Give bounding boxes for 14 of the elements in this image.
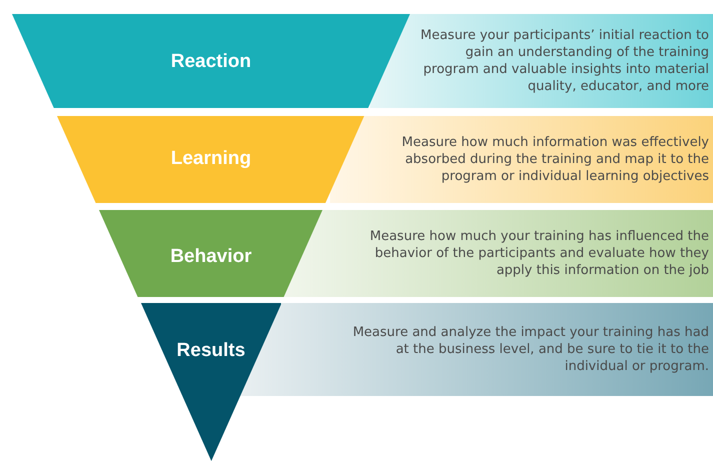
description-text: Measure how much your training has influenced the behavior of the participants and evaluate how they apply this information on the job xyxy=(368,228,709,279)
description-band xyxy=(370,14,713,108)
funnel-segment xyxy=(140,303,282,461)
description-text: Measure how much information was effectively absorbed during the training and map it to the program or individual learning objectives xyxy=(400,134,709,185)
segment-title: Reaction xyxy=(170,51,252,73)
description-text: Measure your participants’ initial reaction to gain an understanding of the training program and valuable insights into material quality, educator, and more xyxy=(419,27,709,95)
segment-title: Results xyxy=(176,340,246,362)
segment-title: Behavior xyxy=(170,246,252,268)
funnel-segment xyxy=(12,14,410,108)
funnel-segment xyxy=(57,116,365,203)
description-band xyxy=(330,116,713,203)
funnel-segment xyxy=(99,210,323,297)
description-text: Measure and analyze the impact your training has had at the business level, and be sure to tie it to the individual or program. xyxy=(352,324,709,375)
segment-title: Learning xyxy=(170,148,252,170)
